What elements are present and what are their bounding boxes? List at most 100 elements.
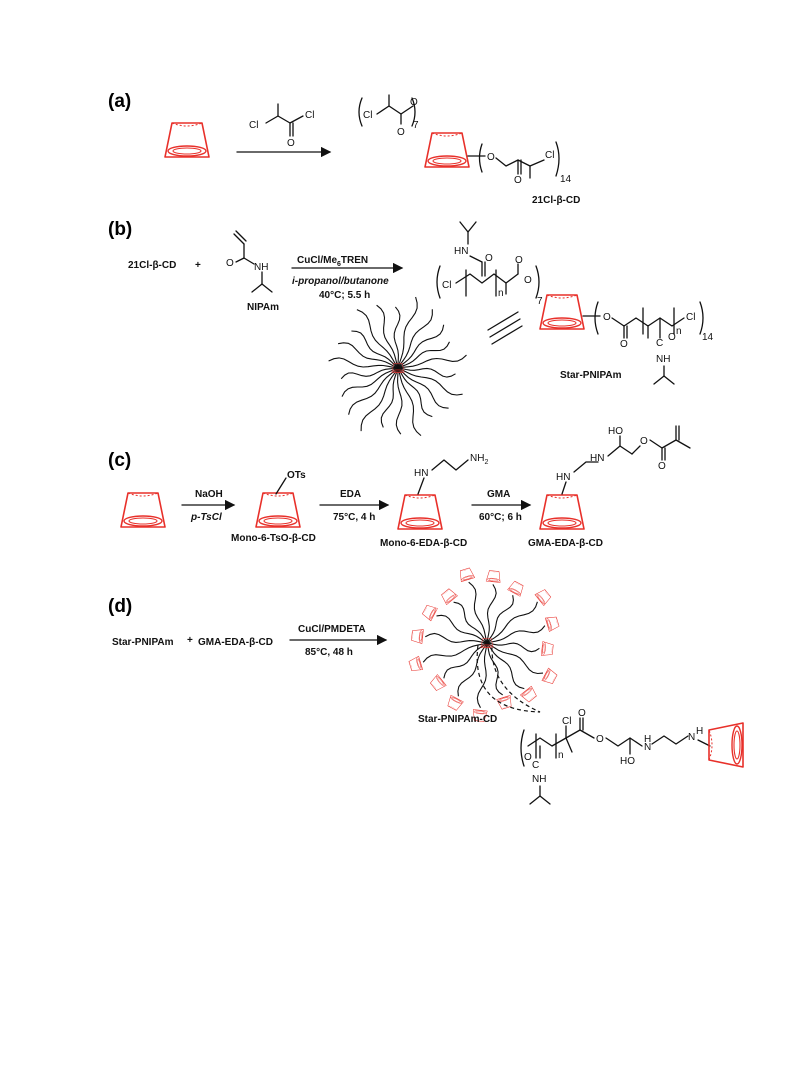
polymer-arm	[486, 595, 514, 644]
panel-c-label: (c)	[108, 450, 131, 471]
polymer-arm	[397, 324, 445, 369]
cd-start-icon-c	[120, 492, 166, 528]
zoom-dashed-outline	[476, 644, 541, 713]
svg-text:HN: HN	[590, 453, 604, 464]
svg-text:HN: HN	[556, 472, 570, 483]
condition-c3-temp: 60°C; 6 h	[479, 512, 522, 523]
svg-text:Cl: Cl	[249, 120, 258, 131]
polymer-arm	[397, 367, 422, 437]
condition-c2-reagent: EDA	[340, 489, 361, 500]
beta-cyclodextrin-icon	[164, 122, 210, 158]
polymer-arm	[360, 367, 399, 432]
intermediate-label-tso: Mono-6-TsO-β-CD	[231, 533, 316, 544]
plus-sign-b: +	[195, 260, 201, 271]
svg-text:Cl: Cl	[442, 280, 451, 291]
polymer-arm	[397, 367, 449, 409]
svg-text:HO: HO	[620, 756, 635, 767]
polymer-arm	[422, 642, 488, 663]
polymer-arm	[457, 642, 488, 697]
reactant-star-pnipam: Star-PNIPAm	[112, 637, 174, 648]
svg-text:Cl: Cl	[545, 150, 554, 161]
cd-terminal-icon	[708, 722, 744, 768]
svg-text:O: O	[524, 275, 532, 286]
polymer-arm	[486, 625, 546, 644]
svg-text:n: n	[498, 288, 504, 299]
svg-text:O: O	[640, 436, 648, 447]
product-21cl-beta-cd-structure: Cl O O 7 O O Cl 14	[358, 94, 572, 186]
svg-text:14: 14	[702, 332, 714, 343]
cd-end-cap-icon	[485, 569, 502, 583]
polymer-arm	[425, 632, 488, 644]
reactant-gma-eda-beta-cd: GMA-EDA-β-CD	[198, 637, 273, 648]
svg-text:Cl: Cl	[363, 110, 372, 121]
svg-text:HN: HN	[454, 246, 468, 257]
svg-text:Cl: Cl	[305, 110, 314, 121]
condition-d-catalyst: CuCl/PMDETA	[298, 624, 366, 635]
panel-d-label: (d)	[108, 596, 132, 617]
reagent-chloropropionyl-chloride: Cl Cl O	[249, 103, 314, 149]
polymer-arm	[486, 642, 540, 653]
polymer-arm	[348, 367, 399, 415]
cd-gma-icon	[539, 494, 585, 530]
polymer-arm	[351, 330, 399, 369]
svg-text:HO: HO	[608, 426, 623, 437]
svg-text:NH: NH	[532, 774, 546, 785]
eda-chain: HN NH2	[414, 453, 488, 495]
star-pnipam-cd-repeat-structure: n C O NH Cl O O HO N H N H	[520, 708, 711, 805]
polymer-arm	[486, 642, 525, 690]
polymer-arm	[340, 367, 399, 380]
product-label-c: GMA-EDA-β-CD	[528, 538, 603, 549]
svg-text:O: O	[603, 312, 611, 323]
condition-c3-reagent: GMA	[487, 489, 510, 500]
gma-eda-chain: HN HN HO O O	[556, 425, 691, 495]
svg-text:H: H	[644, 734, 651, 745]
condition-c1-reagent: p-TsCl	[190, 512, 222, 523]
polymer-arm	[397, 367, 456, 378]
svg-text:O: O	[487, 152, 495, 163]
svg-text:NH: NH	[254, 262, 268, 273]
star-pnipam-repeat-structure: HN O Cl n O O 7 O O n C O Cl 14 NH	[436, 221, 714, 385]
polymer-arm	[397, 341, 450, 369]
svg-text:O: O	[524, 752, 532, 763]
polymer-arm	[468, 581, 488, 644]
cd-eda-icon	[397, 494, 443, 530]
condition-b-temp: 40°C; 5.5 h	[319, 290, 370, 301]
plus-sign-d: +	[187, 635, 193, 646]
cd-end-cap-icon	[540, 641, 554, 657]
svg-text:n: n	[676, 326, 682, 337]
svg-text:O: O	[578, 708, 586, 719]
svg-text:O: O	[226, 258, 234, 269]
cd-end-cap-icon	[445, 694, 464, 712]
svg-text:7: 7	[413, 120, 419, 131]
polymer-arm	[341, 367, 399, 397]
svg-text:Cl: Cl	[562, 716, 571, 727]
reactant-21cl-beta-cd: 21Cl-β-CD	[128, 260, 176, 271]
polymer-arm	[397, 296, 418, 369]
cd-end-cap-icon	[507, 579, 526, 597]
svg-text:H: H	[696, 726, 703, 737]
svg-text:n: n	[558, 750, 564, 761]
polymer-arm	[328, 357, 399, 369]
product-label-d: Star-PNIPAm-CD	[418, 714, 497, 725]
svg-text:O: O	[287, 138, 295, 149]
polymer-arm	[376, 304, 399, 369]
panel-b-label: (b)	[108, 219, 132, 240]
star-polymer-illustration-b	[328, 296, 467, 437]
cd-end-cap-icon	[410, 628, 424, 644]
polymer-arm	[397, 309, 433, 369]
svg-text:O: O	[515, 255, 523, 266]
polymer-arm	[453, 601, 488, 644]
condition-b-catalyst: CuCl/Me6TREN	[297, 255, 368, 268]
svg-text:O: O	[658, 461, 666, 472]
product-label-a: 21Cl-β-CD	[532, 195, 580, 206]
star-polymer-cd-illustration	[407, 566, 561, 723]
nipam-label: NIPAm	[247, 302, 279, 313]
intermediate-label-eda: Mono-6-EDA-β-CD	[380, 538, 467, 549]
svg-text:O: O	[620, 339, 628, 350]
nipam-structure: O NH	[226, 230, 273, 293]
polymer-arm	[397, 354, 467, 369]
ots-group-label: OTs	[287, 470, 306, 481]
polymer-arm	[393, 306, 401, 368]
